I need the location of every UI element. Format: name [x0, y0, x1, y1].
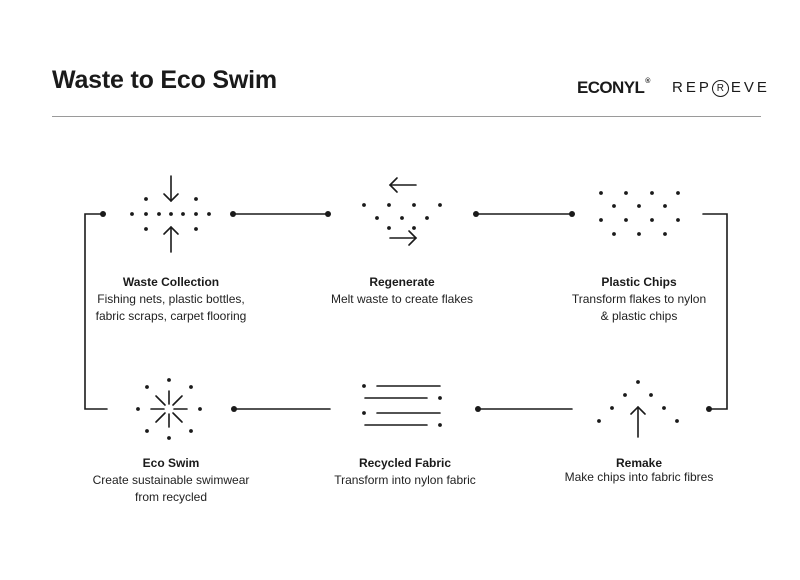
econyl-registered-mark: ® [645, 78, 650, 85]
connector-remake-to-fabric [475, 406, 573, 412]
up-arrow-dots-icon [597, 380, 679, 438]
repreve-wordmark-circled-letter: R [711, 80, 729, 97]
step-desc-waste-collection-line2: fabric scraps, carpet flooring [95, 309, 247, 323]
econyl-wordmark: ECONYL [577, 78, 645, 97]
step-title-recycled-fabric: Recycled Fabric [358, 456, 452, 470]
step-title-remake: Remake [615, 456, 663, 470]
step-desc-regenerate-line1: Melt waste to create flakes [330, 292, 474, 306]
step-title-plastic-chips: Plastic Chips [601, 275, 677, 289]
step-title-eco-swim: Eco Swim [142, 456, 200, 470]
step-desc-eco-swim-line2: from recycled [134, 490, 208, 504]
connector-regenerate-to-chips [473, 211, 575, 217]
step-desc-plastic-chips-line1: Transform flakes to nylon [571, 292, 707, 306]
opposing-arrows-dots-icon [362, 177, 442, 246]
starburst-icon [136, 378, 202, 440]
repreve-wordmark-left: REP [672, 79, 712, 96]
connector-waste-to-regenerate [230, 211, 331, 217]
step-desc-waste-collection-line1: Fishing nets, plastic bottles, [97, 292, 245, 306]
page-title: Waste to Eco Swim [52, 66, 277, 94]
connector-chips-to-remake [702, 213, 728, 412]
step-desc-eco-swim-line1: Create sustainable swimwear [92, 473, 250, 487]
fabric-lines-icon [362, 384, 442, 427]
connector-fabric-to-ecoswim [231, 406, 331, 412]
step-desc-plastic-chips-line2: & plastic chips [600, 309, 678, 323]
dot-grid-icon [599, 191, 680, 236]
header-divider [52, 116, 761, 117]
step-desc-recycled-fabric-line1: Transform into nylon fabric [334, 473, 476, 487]
step-desc-remake-line1: Make chips into fabric fibres [564, 470, 714, 484]
converging-arrows-dots-icon [130, 175, 211, 253]
econyl-logo: ECONYL® [577, 78, 650, 98]
step-title-waste-collection: Waste Collection [122, 275, 220, 289]
step-title-regenerate: Regenerate [369, 275, 435, 289]
connector-ecoswim-to-waste [84, 211, 108, 410]
repreve-wordmark-right: EVE [730, 79, 770, 96]
